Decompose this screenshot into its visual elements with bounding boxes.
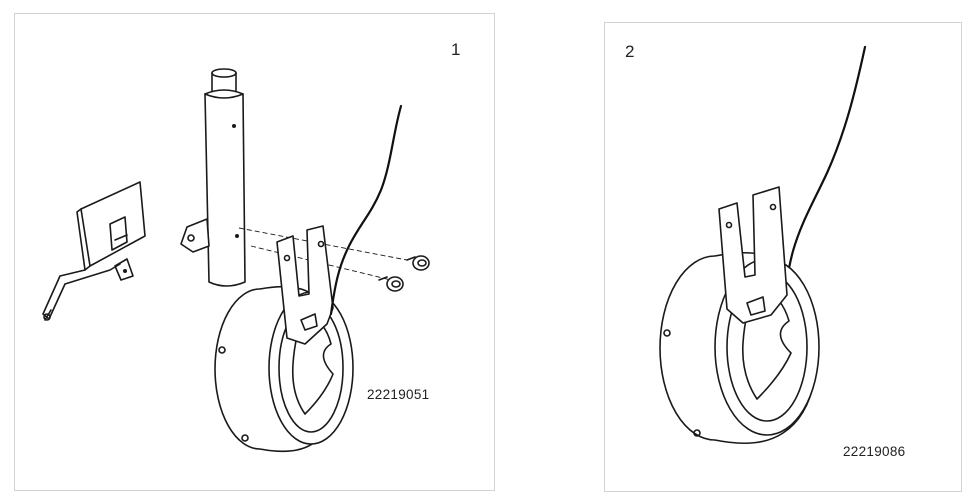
panel-2: 2 22219086 bbox=[604, 22, 962, 492]
panel-1: 1 22219051 bbox=[14, 13, 495, 491]
assembled-hub-drawing bbox=[659, 45, 867, 445]
screw-2 bbox=[378, 276, 404, 292]
sensor-wire bbox=[329, 104, 403, 316]
hub-with-fork bbox=[214, 225, 354, 453]
hub-with-fork bbox=[659, 186, 820, 445]
vertical-tube bbox=[180, 68, 246, 287]
screw-1 bbox=[406, 255, 430, 271]
panel-number: 2 bbox=[625, 42, 635, 61]
panel-number: 1 bbox=[451, 40, 461, 59]
part-code: 22219086 bbox=[843, 444, 906, 459]
mounting-bracket bbox=[42, 181, 146, 321]
part-code: 22219051 bbox=[367, 387, 430, 402]
exploded-assembly-drawing bbox=[42, 68, 430, 453]
